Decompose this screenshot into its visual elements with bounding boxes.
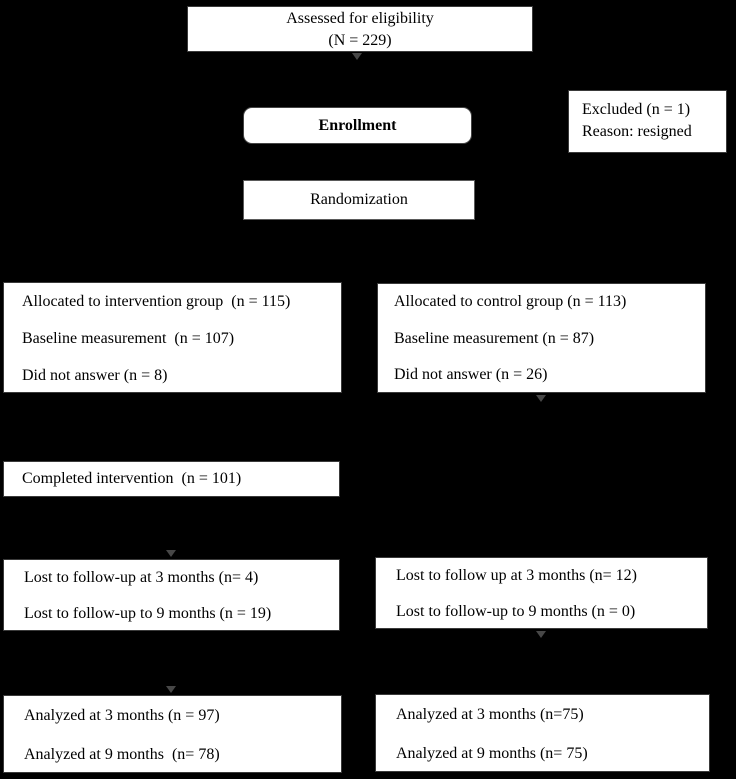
analyzed-control-box: Analyzed at 3 months (n=75) Analyzed at … — [375, 694, 710, 772]
lost-control-line-1: Lost to follow up at 3 months (n= 12) — [396, 567, 638, 584]
arrow-down-icon — [536, 631, 546, 638]
analyzed-intervention-line-2: Analyzed at 9 months (n= 78) — [24, 746, 220, 763]
arrow-down-icon — [166, 686, 176, 693]
randomization-box: Randomization — [243, 180, 475, 220]
completed-intervention-box: Completed intervention (n = 101) — [3, 461, 340, 497]
allocated-control-box: Allocated to control group (n = 113) Bas… — [377, 283, 706, 393]
allocated-intervention-box: Allocated to intervention group (n = 115… — [3, 282, 342, 393]
allocated-control-line-1: Allocated to control group (n = 113) — [394, 293, 627, 310]
enrollment-label: Enrollment — [318, 117, 397, 134]
arrow-down-icon — [536, 395, 546, 402]
completed-intervention-line-1: Completed intervention (n = 101) — [22, 470, 242, 487]
allocated-control-line-3: Did not answer (n = 26) — [394, 366, 548, 384]
arrow-down-icon — [166, 550, 176, 557]
randomization-label: Randomization — [310, 191, 408, 208]
excluded-line-2: Reason: resigned — [582, 122, 692, 140]
allocated-intervention-line-3: Did not answer (n = 8) — [22, 367, 168, 384]
enrollment-box: Enrollment — [243, 107, 472, 144]
lost-control-line-2: Lost to follow-up to 9 months (n = 0) — [396, 603, 636, 620]
allocated-intervention-line-2: Baseline measurement (n = 107) — [22, 330, 235, 347]
allocated-intervention-line-1: Allocated to intervention group (n = 115… — [22, 293, 291, 310]
analyzed-intervention-box: Analyzed at 3 months (n = 97) Analyzed a… — [3, 695, 342, 773]
lost-intervention-line-2: Lost to follow-up to 9 months (n = 19) — [24, 605, 272, 622]
analyzed-intervention-line-1: Analyzed at 3 months (n = 97) — [24, 707, 220, 724]
lost-followup-control-box: Lost to follow up at 3 months (n= 12) Lo… — [375, 557, 708, 629]
arrow-down-icon — [352, 53, 362, 60]
lost-followup-intervention-box: Lost to follow-up at 3 months (n= 4) Los… — [3, 559, 340, 631]
allocated-control-line-2: Baseline measurement (n = 87) — [394, 329, 595, 347]
excluded-line-1: Excluded (n = 1) — [582, 101, 691, 118]
assessed-line-1: Assessed for eligibility — [286, 10, 434, 27]
analyzed-control-line-1: Analyzed at 3 months (n=75) — [396, 706, 584, 723]
assessed-line-2: (N = 229) — [328, 32, 392, 49]
assessed-for-eligibility-box: Assessed for eligibility (N = 229) — [187, 6, 533, 52]
excluded-box: Excluded (n = 1) Reason: resigned — [568, 90, 727, 153]
lost-intervention-line-1: Lost to follow-up at 3 months (n= 4) — [24, 569, 259, 586]
analyzed-control-line-2: Analyzed at 9 months (n= 75) — [396, 745, 588, 762]
